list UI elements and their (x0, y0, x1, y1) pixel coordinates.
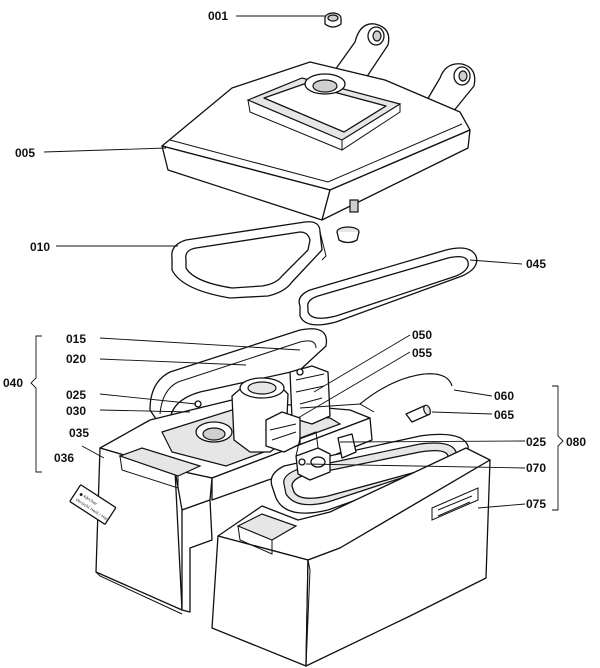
part-065-plug (405, 404, 431, 423)
label-025-left: 025 (66, 388, 86, 402)
label-060: 060 (494, 389, 514, 403)
part-045-gasket (298, 247, 478, 326)
label-015: 015 (66, 332, 86, 346)
bracket-080 (552, 385, 564, 511)
label-080: 080 (566, 435, 586, 449)
part-060-hose (359, 373, 453, 405)
label-045: 045 (526, 257, 546, 271)
label-010: 010 (30, 240, 50, 254)
bracket-040 (30, 335, 42, 473)
part-001-nut (324, 12, 342, 28)
label-025-right: 025 (526, 435, 546, 449)
part-005-lid (161, 23, 476, 221)
label-075: 075 (526, 497, 546, 511)
label-020: 020 (66, 352, 86, 366)
label-005: 005 (15, 146, 35, 160)
part-labels: 001 005 010 045 015 020 040 025 030 035 … (3, 9, 586, 511)
label-030: 030 (66, 404, 86, 418)
label-070: 070 (526, 461, 546, 475)
label-065: 065 (494, 408, 514, 422)
label-055: 055 (412, 346, 432, 360)
part-075-right-housing (211, 447, 491, 667)
label-035: 035 (69, 426, 89, 440)
leader-lines (43, 15, 526, 509)
part-010-handle-loop (171, 221, 360, 299)
label-040: 040 (3, 376, 23, 390)
label-036: 036 (54, 451, 74, 465)
label-001: 001 (208, 9, 228, 23)
part-035-left-housing (95, 365, 375, 615)
label-050: 050 (412, 328, 432, 342)
